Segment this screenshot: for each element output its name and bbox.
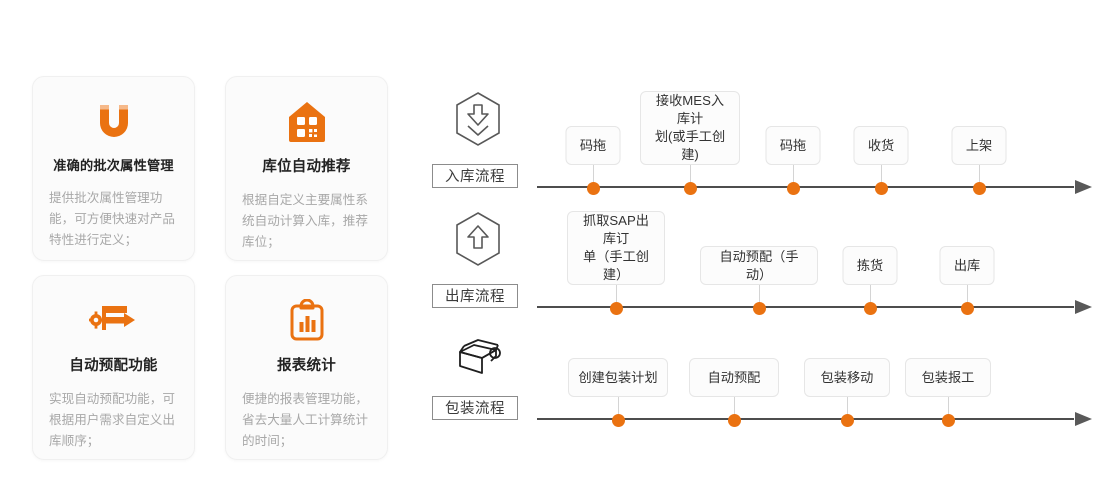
flow-node-label: 自动预配（手动） — [700, 246, 818, 285]
flow-timeline-outbound: 抓取SAP出库订 单（手工创建） 自动预配（手动） 拣货 出库 — [537, 211, 1092, 315]
warehouse-qr-icon — [240, 99, 373, 145]
flow-node-dot — [840, 414, 854, 427]
flow-badge-packaging: 包装流程 — [432, 320, 524, 420]
feature-card-title: 准确的批次属性管理 — [53, 158, 174, 173]
flow-node-stem — [792, 165, 794, 183]
flow-node-label: 收货 — [853, 126, 909, 165]
flow-node-stem — [947, 397, 949, 415]
flow-node-stem — [966, 285, 968, 303]
timeline-arrow-icon — [1075, 412, 1092, 426]
feature-card-description: 便捷的报表管理功能，省去大量人工计算统计的时间； — [242, 392, 368, 448]
flow-row-inbound: 入库流程 码拖 接收MES入库计 划(或手工创建) 码拖 收货 — [432, 88, 1092, 200]
flow-node-dot — [972, 182, 986, 195]
timeline-axis — [537, 186, 1074, 188]
flow-node-dot — [609, 302, 623, 315]
package-box-icon — [450, 322, 506, 391]
flow-badge-label: 入库流程 — [432, 164, 518, 188]
feature-card-description: 根据自定义主要属性系统自动计算入库，推荐库位； — [242, 193, 368, 249]
flow-node-dot — [683, 182, 697, 195]
flow-row-packaging: 包装流程 创建包装计划 自动预配 包装移动 包装报工 — [432, 320, 1092, 432]
hexagon-download-icon — [451, 90, 505, 153]
flow-badge-inbound: 入库流程 — [432, 88, 524, 188]
flow-node-label: 拣货 — [842, 246, 898, 285]
flow-node-label: 自动预配 — [689, 358, 779, 397]
flow-node-stem — [689, 165, 691, 183]
flow-row-outbound: 出库流程 抓取SAP出库订 单（手工创建） 自动预配（手动） 拣货 出库 — [432, 208, 1092, 320]
flow-node-label: 包装移动 — [804, 358, 890, 397]
gear-arrow-icon — [47, 298, 180, 344]
flow-node-label: 创建包装计划 — [568, 358, 668, 397]
flow-timeline-inbound: 码拖 接收MES入库计 划(或手工创建) 码拖 收货 上架 — [537, 91, 1092, 195]
flow-node-stem — [758, 285, 760, 303]
flow-node-label: 出库 — [939, 246, 995, 285]
flow-node-dot — [941, 414, 955, 427]
flow-node-label: 抓取SAP出库订 单（手工创建） — [567, 211, 665, 285]
timeline-arrow-icon — [1075, 300, 1092, 314]
magnet-icon — [47, 99, 180, 145]
flow-timeline-packaging: 创建包装计划 自动预配 包装移动 包装报工 — [537, 358, 1092, 427]
flow-node-stem — [733, 397, 735, 415]
flow-node-dot — [752, 302, 766, 315]
feature-card-auto-allocation[interactable]: 自动预配功能 实现自动预配功能，可根据用户需求自定义出库顺序； — [32, 275, 195, 460]
flow-badge-label: 出库流程 — [432, 284, 518, 308]
flow-node-dot — [863, 302, 877, 315]
flow-node-label: 码拖 — [565, 126, 621, 165]
flow-node-dot — [586, 182, 600, 195]
feature-card-title: 自动预配功能 — [69, 358, 158, 374]
timeline-axis — [537, 418, 1074, 420]
flow-node-label: 上架 — [951, 126, 1007, 165]
flow-node-stem — [880, 165, 882, 183]
flow-node-stem — [615, 285, 617, 303]
flow-node-dot — [727, 414, 741, 427]
flow-node-dot — [874, 182, 888, 195]
flow-node-stem — [617, 397, 619, 415]
process-flow-diagrams: 入库流程 码拖 接收MES入库计 划(或手工创建) 码拖 收货 — [432, 88, 1092, 428]
feature-card-description: 提供批次属性管理功能，可方便快速对产品特性进行定义； — [49, 191, 175, 247]
flow-node-dot — [960, 302, 974, 315]
flow-node-label: 接收MES入库计 划(或手工创建) — [640, 91, 740, 165]
hexagon-upload-icon — [451, 210, 505, 273]
timeline-arrow-icon — [1075, 180, 1092, 194]
feature-card-grid: 准确的批次属性管理 提供批次属性管理功能，可方便快速对产品特性进行定义； 库位自… — [32, 76, 388, 460]
clipboard-chart-icon — [240, 298, 373, 344]
flow-node-dot — [786, 182, 800, 195]
flow-node-dot — [611, 414, 625, 427]
flow-node-stem — [846, 397, 848, 415]
feature-card-title: 库位自动推荐 — [262, 159, 351, 175]
feature-card-report-statistics[interactable]: 报表统计 便捷的报表管理功能，省去大量人工计算统计的时间； — [225, 275, 388, 460]
feature-card-description: 实现自动预配功能，可根据用户需求自定义出库顺序； — [49, 392, 175, 448]
flow-node-label: 包装报工 — [905, 358, 991, 397]
flow-badge-label: 包装流程 — [432, 396, 518, 420]
flow-node-stem — [869, 285, 871, 303]
feature-card-batch-attributes[interactable]: 准确的批次属性管理 提供批次属性管理功能，可方便快速对产品特性进行定义； — [32, 76, 195, 261]
feature-card-title: 报表统计 — [277, 358, 336, 374]
feature-card-location-recommend[interactable]: 库位自动推荐 根据自定义主要属性系统自动计算入库，推荐库位； — [225, 76, 388, 261]
flow-node-stem — [978, 165, 980, 183]
timeline-axis — [537, 306, 1074, 308]
flow-node-stem — [592, 165, 594, 183]
flow-node-label: 码拖 — [765, 126, 821, 165]
flow-badge-outbound: 出库流程 — [432, 208, 524, 308]
